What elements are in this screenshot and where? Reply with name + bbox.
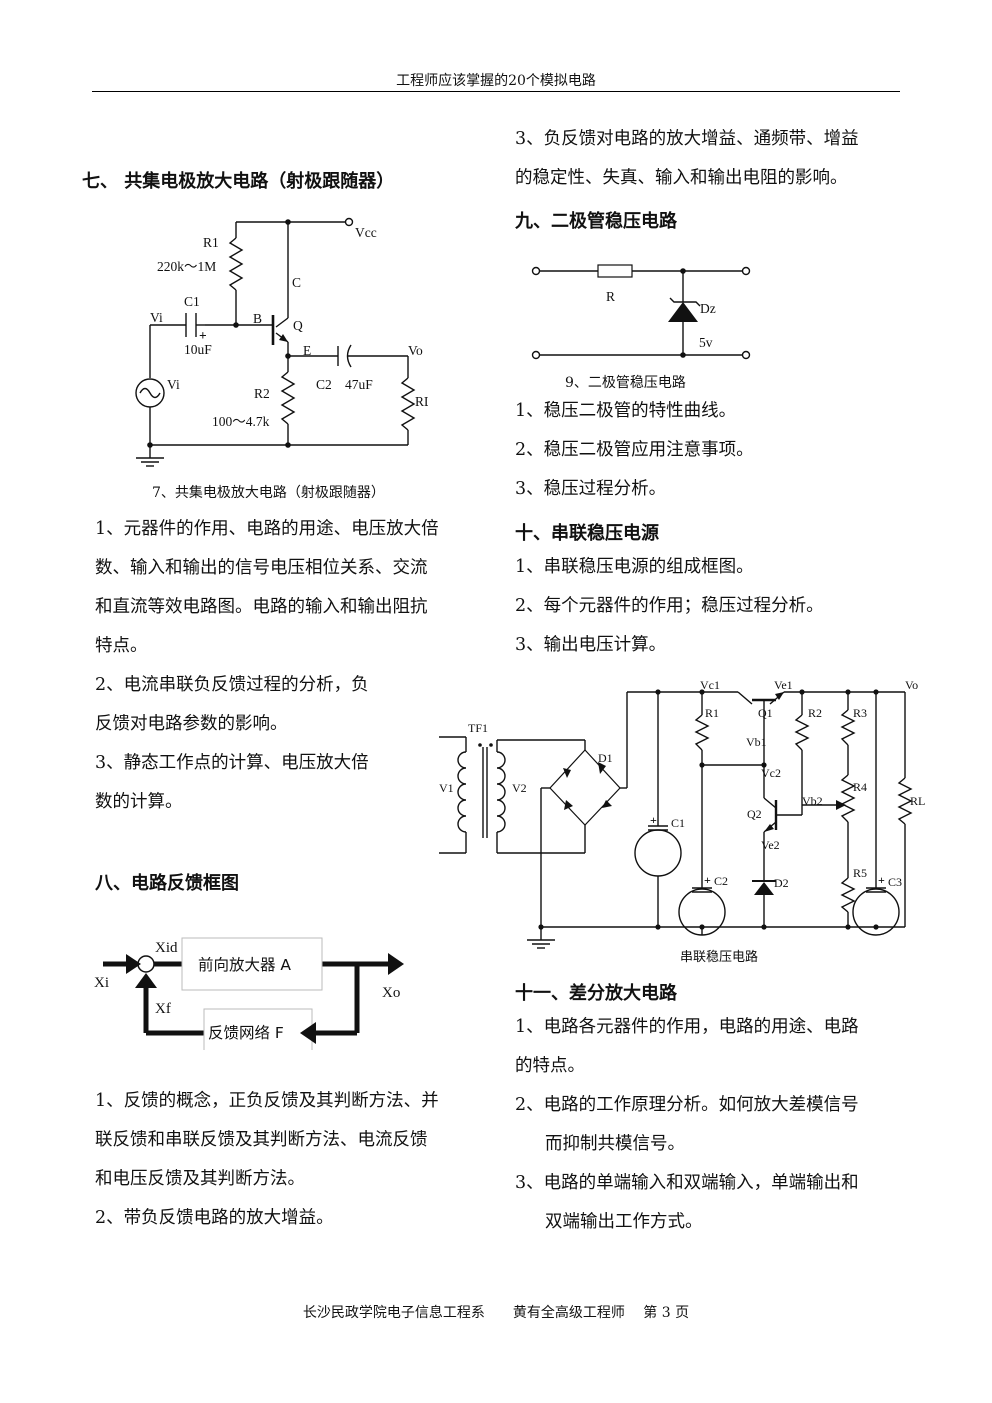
- sec10-line-3: 3、输出电压计算。: [515, 635, 667, 655]
- figure-10-caption: 串联稳压电路: [680, 950, 759, 965]
- page-header: 工程师应该掌握的20个模拟电路: [396, 73, 596, 89]
- sec10-line-1: 1、串联稳压电源的组成框图。: [515, 557, 754, 577]
- label-r2-value: 100～4.7k: [212, 414, 270, 429]
- sec9-line-1: 1、稳压二极管的特性曲线。: [515, 401, 737, 421]
- right-top-line-1: 3、负反馈对电路的放大增益、通频带、增益: [515, 129, 859, 149]
- sec11-line-6: 双端输出工作方式。: [545, 1212, 703, 1232]
- label-r3: R3: [853, 706, 867, 720]
- label-q: Q: [293, 318, 303, 333]
- label-vcc: Vcc: [355, 225, 377, 240]
- sec10-line-2: 2、每个元器件的作用；稳压过程分析。: [515, 596, 824, 616]
- label-q1: Q1: [758, 706, 773, 720]
- zener-regulator-circuit: R Dz 5v: [531, 264, 751, 360]
- label-tf1: TF1: [468, 721, 488, 735]
- sec7-line-5: 2、电流串联负反馈过程的分析，负: [95, 675, 369, 695]
- label-rl: RL: [415, 394, 428, 409]
- sec8-line-4: 2、带负反馈电路的放大增益。: [95, 1208, 334, 1228]
- sec11-line-2: 的特点。: [515, 1056, 585, 1076]
- label-vb1: Vb1: [746, 735, 767, 749]
- feedback-network-block: 反馈网络 F: [208, 1024, 284, 1042]
- sec8-line-2: 联反馈和串联反馈及其判断方法、电流反馈: [95, 1130, 428, 1150]
- label-r2: R2: [808, 706, 822, 720]
- label-xi: Xi: [94, 975, 109, 991]
- label-5v: 5v: [699, 335, 713, 350]
- sec7-line-8: 数的计算。: [95, 792, 183, 812]
- section-9-title: 九、二极管稳压电路: [515, 211, 677, 232]
- right-top-line-2: 的稳定性、失真、输入和输出电阻的影响。: [515, 168, 848, 188]
- label-rl: RL: [910, 794, 925, 808]
- label-c2: C2: [316, 377, 332, 392]
- label-r1-value: 220k～1M: [157, 259, 216, 274]
- label-c1: C1: [671, 816, 685, 830]
- label-c2-value: 47uF: [345, 377, 373, 392]
- label-r5: R5: [853, 866, 867, 880]
- label-source-vi: Vi: [167, 377, 180, 392]
- label-v1: V1: [439, 781, 454, 795]
- sec9-line-2: 2、稳压二极管应用注意事项。: [515, 440, 754, 460]
- label-c1-value: 10uF: [184, 342, 212, 357]
- section-11-title: 十一、差分放大电路: [515, 983, 677, 1004]
- section-8-title: 八、电路反馈框图: [95, 873, 239, 894]
- label-vc2: Vc2: [761, 766, 781, 780]
- forward-amplifier-block: 前向放大器 A: [198, 956, 291, 974]
- label-v2: V2: [512, 781, 527, 795]
- section-7-title: 七、 共集电极放大电路（射极跟随器）: [82, 171, 395, 192]
- sec11-line-3: 2、电路的工作原理分析。如何放大差模信号: [515, 1095, 859, 1115]
- label-xid: Xid: [155, 940, 178, 956]
- sec11-line-5: 3、电路的单端输入和双端输入，单端输出和: [515, 1173, 859, 1193]
- label-vo: Vo: [408, 343, 423, 358]
- label-c3-plus: +: [878, 873, 885, 887]
- section-10-title: 十、串联稳压电源: [515, 523, 659, 544]
- header-rule: [92, 91, 900, 92]
- figure-9-caption: 9、二极管稳压电路: [565, 375, 686, 391]
- label-xf: Xf: [155, 1001, 171, 1017]
- label-vo: Vo: [905, 678, 918, 692]
- label-vb2: Vb2: [802, 794, 823, 808]
- sec11-line-4: 而抑制共模信号。: [545, 1134, 685, 1154]
- feedback-block-diagram: Xid Xi Xf Xo 前向放大器 A 反馈网络 F: [94, 937, 404, 1050]
- sec8-line-1: 1、反馈的概念，正负反馈及其判断方法、并: [95, 1091, 439, 1111]
- page-footer: 长沙民政学院电子信息工程系 黄有全高级工程师 第 3 页: [302, 1305, 690, 1321]
- sec7-line-4: 特点。: [95, 636, 148, 656]
- label-xo: Xo: [382, 985, 400, 1001]
- label-r: R: [606, 289, 615, 304]
- emitter-follower-circuit: Vcc R1 220k～1M C C1 Vi B Q + 10uF E Vo V…: [135, 217, 428, 467]
- label-vi: Vi: [150, 310, 163, 325]
- sec8-line-3: 和电压反馈及其判断方法。: [95, 1169, 305, 1189]
- label-ve1: Ve1: [774, 678, 793, 692]
- sec11-line-1: 1、电路各元器件的作用，电路的用途、电路: [515, 1017, 859, 1037]
- label-c1-plus: +: [650, 813, 657, 827]
- label-vc1: Vc1: [700, 678, 720, 692]
- label-dz: Dz: [700, 301, 716, 316]
- label-d1: D1: [598, 751, 613, 765]
- label-c2-plus: +: [704, 873, 711, 887]
- sec7-line-1: 1、元器件的作用、电路的用途、电压放大倍: [95, 519, 439, 539]
- sec9-line-3: 3、稳压过程分析。: [515, 479, 667, 499]
- label-r2: R2: [254, 386, 270, 401]
- label-r1: R1: [705, 706, 719, 720]
- label-ve2: Ve2: [761, 838, 780, 852]
- label-c1-plus: +: [199, 328, 207, 343]
- label-emitter: E: [303, 343, 311, 358]
- label-c3: C3: [888, 875, 902, 889]
- label-r4: R4: [853, 780, 867, 794]
- sec7-line-7: 3、静态工作点的计算、电压放大倍: [95, 753, 369, 773]
- label-q2: Q2: [747, 807, 762, 821]
- sec7-line-2: 数、输入和输出的信号电压相位关系、交流: [95, 558, 428, 578]
- series-regulator-circuit: Vc1 Ve1 Vo R1 Q1 R2 R3 TF1 Vb1 D1 Vc2 R4…: [439, 678, 925, 949]
- label-c1: C1: [184, 294, 200, 309]
- label-d2: D2: [774, 876, 789, 890]
- label-collector: C: [292, 275, 301, 290]
- label-c2: C2: [714, 874, 728, 888]
- label-base: B: [253, 311, 262, 326]
- label-r1: R1: [203, 235, 219, 250]
- sec7-line-3: 和直流等效电路图。电路的输入和输出阻抗: [95, 597, 428, 617]
- figure-7-caption: 7、共集电极放大电路（射极跟随器）: [152, 485, 385, 501]
- sec7-line-6: 反馈对电路参数的影响。: [95, 714, 288, 734]
